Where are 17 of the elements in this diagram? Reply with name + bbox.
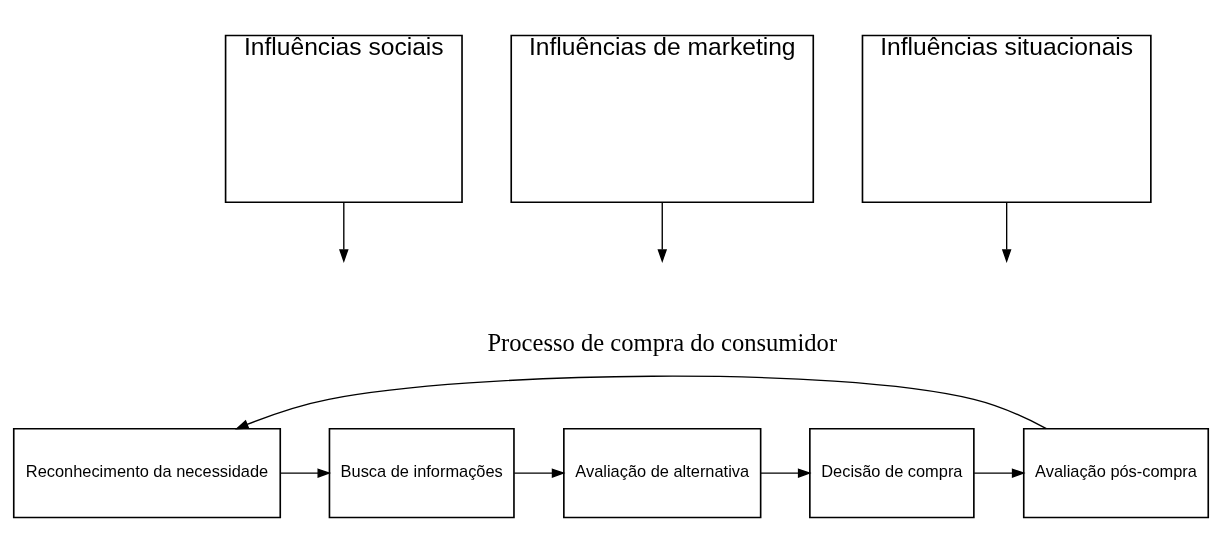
arrow	[279, 467, 332, 478]
arrow	[234, 375, 1048, 429]
node-box: Avaliação de alternativa	[563, 427, 762, 518]
node-box: Reconhecimento da necessidade	[12, 427, 282, 518]
arrow	[513, 467, 566, 478]
node-box: Influências sociais	[224, 34, 463, 203]
node-box: Decisão de compra	[809, 427, 975, 518]
node-box: Busca de informações	[328, 427, 515, 518]
arrow	[339, 201, 349, 263]
node-box: Avaliação pós-compra	[1022, 427, 1210, 518]
label: Processo de compra do consumidor	[487, 328, 838, 356]
arrow	[760, 467, 812, 478]
node-box: Influências de marketing	[510, 34, 815, 203]
arrow	[657, 201, 668, 263]
arrow	[973, 467, 1026, 478]
arrow	[1001, 201, 1012, 263]
node-box: Influências situacionais	[861, 34, 1152, 203]
